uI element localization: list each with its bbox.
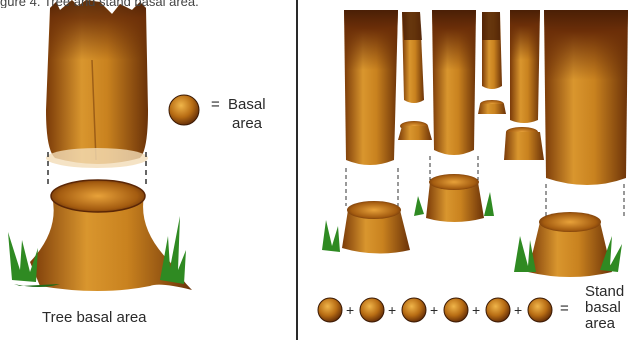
- legend-equals-sign: =: [211, 96, 220, 113]
- stand-label-line2: basal: [585, 300, 621, 315]
- right-forest: [342, 10, 628, 277]
- legend-disc: [169, 95, 199, 125]
- legend-label-line1: Basal: [228, 96, 266, 113]
- plus-sign: +: [388, 302, 396, 318]
- plus-sign: +: [514, 302, 522, 318]
- stand-label-line1: Stand: [585, 284, 624, 299]
- plus-sign: +: [472, 302, 480, 318]
- stand-label-line3: area: [585, 316, 615, 331]
- figure-caption-top: gure 4. Tree and stand basal area.: [0, 0, 380, 8]
- legend-label-line2: area: [232, 115, 262, 132]
- plus-sign: +: [346, 302, 354, 318]
- plus-sign: +: [430, 302, 438, 318]
- tree-basal-area-caption: Tree basal area: [42, 309, 147, 326]
- left-tree-trunk: [46, 0, 148, 168]
- stand-equals-sign: =: [560, 300, 569, 317]
- panel-divider: [296, 0, 298, 340]
